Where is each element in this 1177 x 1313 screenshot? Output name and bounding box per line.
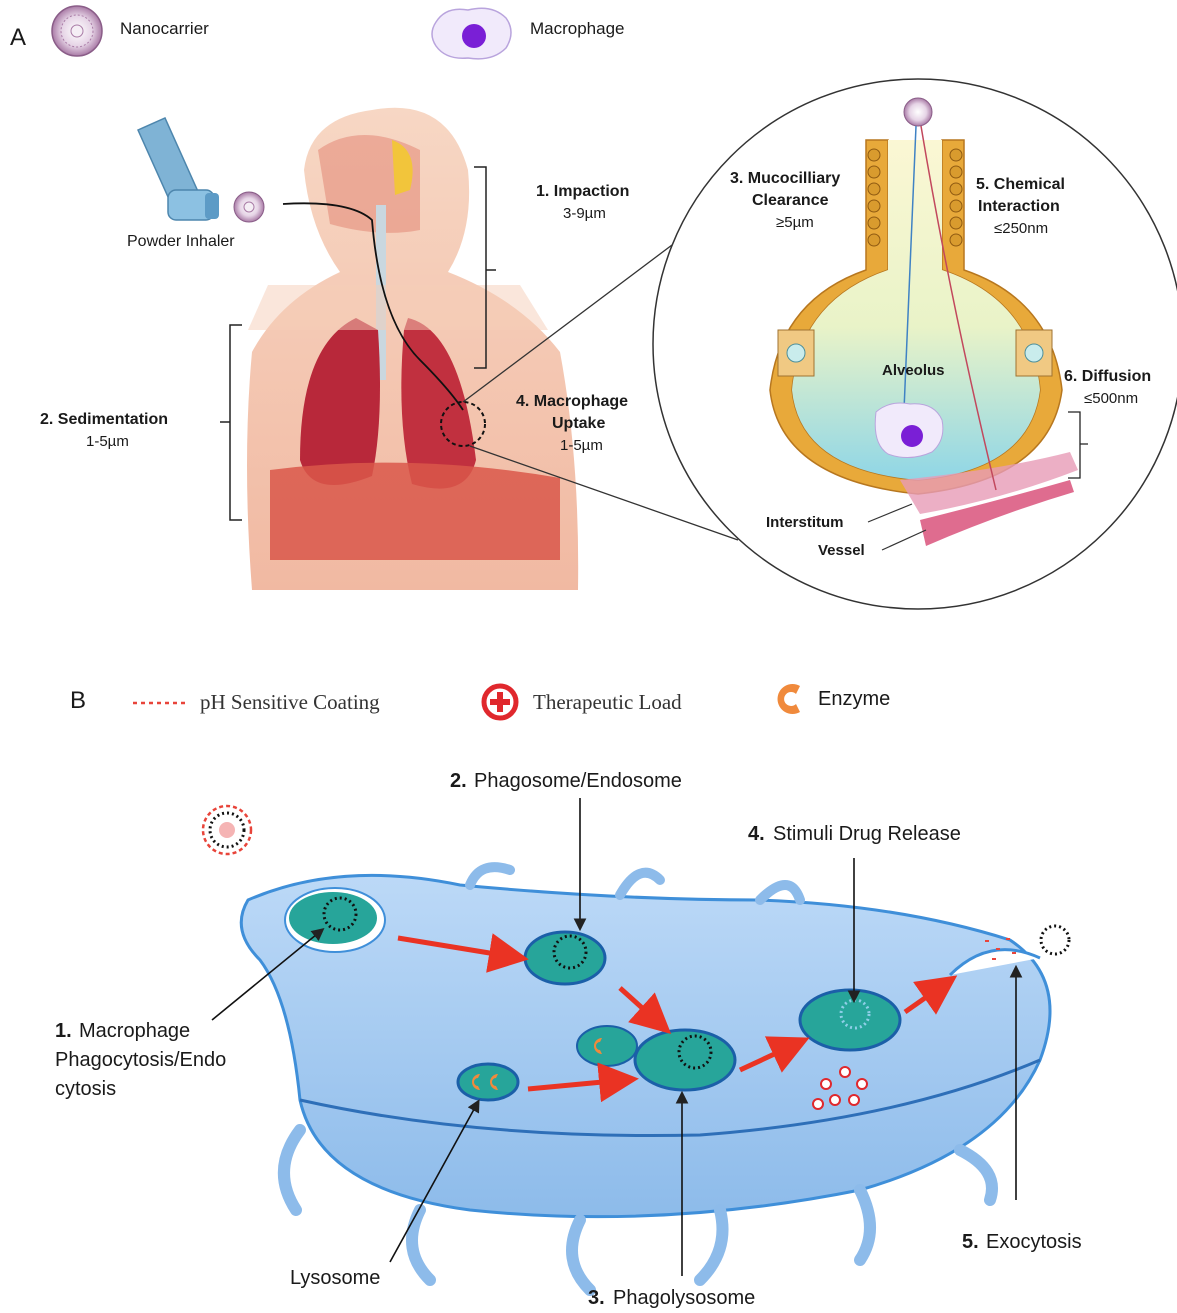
step2-text: Phagosome/Endosome	[474, 770, 682, 792]
legend-enzyme-label: Enzyme	[818, 688, 890, 710]
step2-number: 2.	[450, 770, 467, 792]
impaction-title: 1. Impaction	[536, 183, 629, 200]
entering-vesicle	[285, 888, 385, 952]
step4-number: 4.	[748, 823, 765, 845]
macrophage-uptake-line1: 4. Macrophage	[516, 393, 628, 410]
lysosome-vesicle	[458, 1064, 518, 1100]
step1-line3: cytosis	[55, 1078, 116, 1100]
phagosome-vesicle	[525, 932, 605, 984]
mucociliary-line2: Clearance	[752, 192, 829, 209]
impaction-size: 3-9µm	[563, 205, 606, 222]
diffusion-title: 6. Diffusion	[1064, 368, 1151, 385]
legend-load-label: Therapeutic Load	[533, 690, 682, 714]
fusing-lysosome-vesicle	[577, 1026, 637, 1066]
lysosome-label: Lysosome	[290, 1267, 380, 1289]
mucociliary-line1: 3. Mucocilliary	[730, 170, 840, 187]
panel-b-label: B	[70, 687, 86, 714]
macrophage-uptake-line2: Uptake	[552, 415, 605, 432]
alveolar-macrophage-icon	[875, 403, 943, 458]
powder-inhaler-icon	[138, 118, 219, 220]
panel-a-label: A	[10, 24, 26, 51]
diffusion-size: ≤500nm	[1084, 390, 1138, 407]
sedimentation-bracket	[220, 325, 242, 520]
coated-nanocarrier-icon	[203, 806, 251, 854]
step5-number: 5.	[962, 1231, 979, 1253]
step1-line1: Macrophage	[79, 1020, 190, 1042]
step1-line2: Phagocytosis/Endo	[55, 1049, 226, 1071]
drug-release-vesicle	[800, 990, 900, 1050]
macrophage-icon	[432, 8, 511, 59]
legend-coating-label: pH Sensitive Coating	[200, 690, 380, 714]
powder-inhaler-label: Powder Inhaler	[127, 233, 235, 250]
step3-text: Phagolysosome	[613, 1287, 755, 1309]
human-respiratory-anatomy	[247, 108, 578, 590]
legend-nanocarrier-label: Nanocarrier	[120, 19, 209, 38]
chemical-line1: 5. Chemical	[976, 176, 1065, 193]
mucociliary-size: ≥5µm	[776, 214, 814, 231]
phagolysosome-vesicle	[635, 1030, 735, 1090]
legend-macrophage-label: Macrophage	[530, 19, 625, 38]
macrophage-uptake-size: 1-5µm	[560, 437, 603, 454]
chemical-size: ≤250nm	[994, 220, 1048, 237]
step1-number: 1.	[55, 1020, 72, 1042]
step4-text: Stimuli Drug Release	[773, 823, 961, 845]
step3-number: 3.	[588, 1287, 605, 1309]
step5-text: Exocytosis	[986, 1231, 1082, 1253]
enzyme-icon	[778, 684, 800, 714]
nanocarrier-icon	[52, 6, 102, 56]
sedimentation-size: 1-5µm	[86, 433, 129, 450]
alveolus-nanocarrier-icon	[904, 98, 932, 126]
therapeutic-load-icon	[484, 686, 516, 718]
vessel-label: Vessel	[818, 542, 865, 559]
alveolus-label: Alveolus	[882, 362, 945, 379]
inhaled-nanocarrier-icon	[234, 192, 264, 222]
sedimentation-title: 2. Sedimentation	[40, 411, 168, 428]
chemical-line2: Interaction	[978, 198, 1060, 215]
interstitum-label: Interstitum	[766, 514, 844, 531]
